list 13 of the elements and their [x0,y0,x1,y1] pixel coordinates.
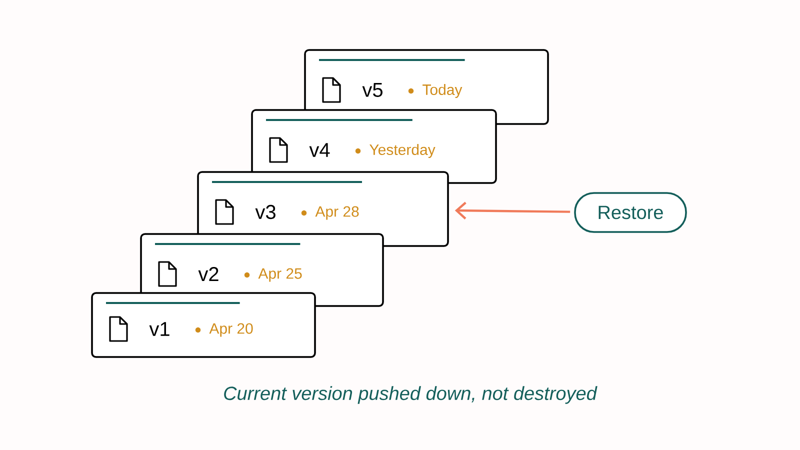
version-label: v2 [198,267,218,281]
caption: Current version pushed down, not destroyed [224,386,598,404]
restore-button: Restore [574,192,687,233]
version-label: v1 [149,322,170,336]
version-label: v3 [255,204,276,220]
date-label: Apr 25 [258,268,302,282]
date-label: Today [422,84,462,98]
arrow [454,202,570,220]
version-label: v4 [309,143,330,157]
date-label: Apr 28 [315,206,359,220]
date-label: Yesterday [370,144,436,158]
version-label: v5 [362,83,382,97]
date-label: Apr 20 [209,323,253,337]
